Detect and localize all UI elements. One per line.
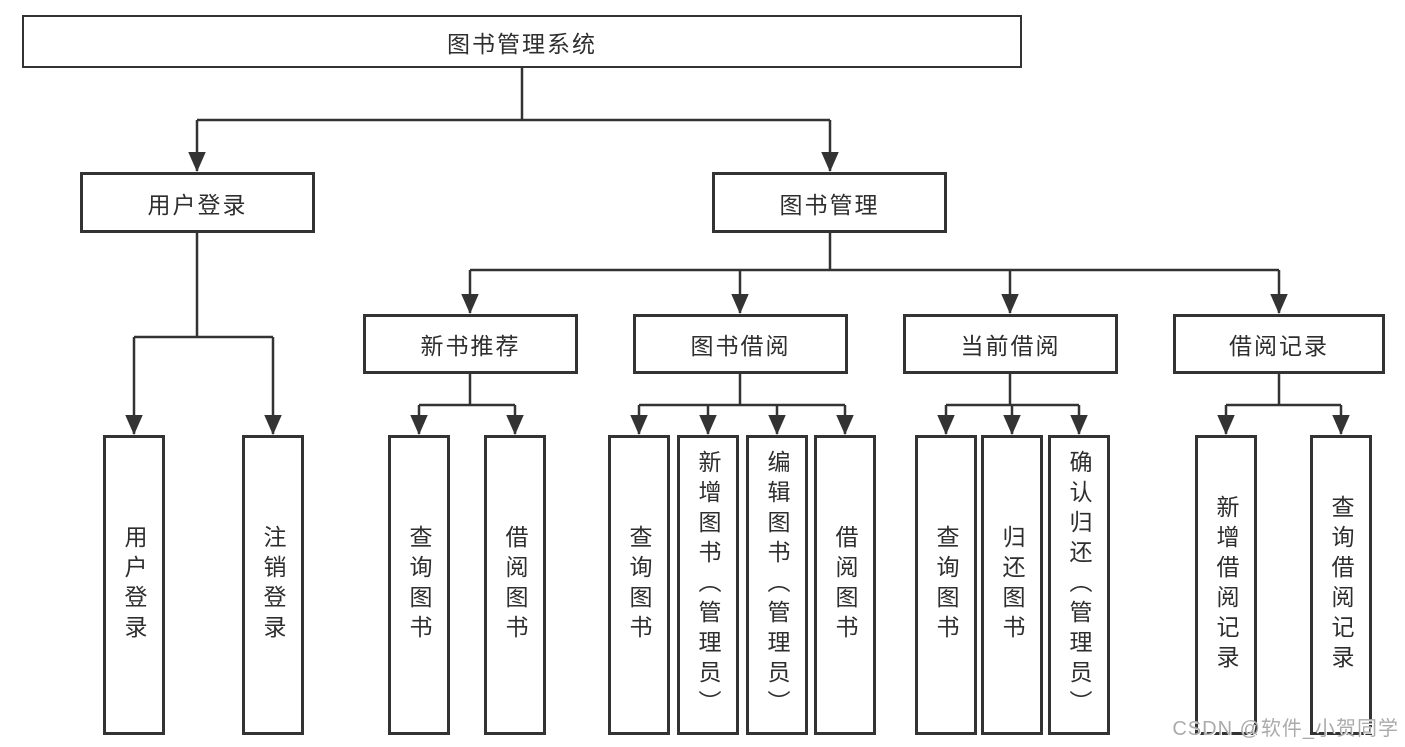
node-root-system: 图书管理系统 <box>22 15 1022 68</box>
node-leaf-edit-book-admin: 编辑图书（管理员） <box>746 435 808 735</box>
node-leaf-return-book: 归还图书 <box>981 435 1043 735</box>
leaf-label: 借阅图书 <box>832 525 858 645</box>
leaf-label: 注销登录 <box>260 525 286 645</box>
csdn-watermark: CSDN @软件_小贺同学 <box>1172 718 1399 740</box>
node-leaf-query-book-3: 查询图书 <box>915 435 977 735</box>
node-leaf-query-book-2: 查询图书 <box>608 435 670 735</box>
node-new-book-recommend: 新书推荐 <box>363 314 578 374</box>
node-leaf-add-book-admin: 新增图书（管理员） <box>677 435 739 735</box>
node-borrow-records: 借阅记录 <box>1173 314 1385 374</box>
leaf-label: 查询图书 <box>406 525 432 645</box>
node-leaf-query-borrow-record: 查询借阅记录 <box>1310 435 1372 735</box>
leaf-label: 新增图书（管理员） <box>695 450 721 720</box>
node-leaf-confirm-return-admin: 确认归还（管理员） <box>1048 435 1110 735</box>
node-leaf-logout: 注销登录 <box>242 435 304 735</box>
leaf-label: 用户登录 <box>121 525 147 645</box>
node-current-borrow: 当前借阅 <box>903 314 1118 374</box>
leaf-label: 归还图书 <box>999 525 1025 645</box>
node-leaf-query-book-1: 查询图书 <box>388 435 450 735</box>
leaf-label: 查询图书 <box>933 525 959 645</box>
node-book-borrow: 图书借阅 <box>633 314 848 374</box>
leaf-label: 查询图书 <box>626 525 652 645</box>
node-user-login: 用户登录 <box>80 172 315 233</box>
node-leaf-add-borrow-record: 新增借阅记录 <box>1195 435 1257 735</box>
node-leaf-borrow-book-1: 借阅图书 <box>484 435 546 735</box>
leaf-label: 确认归还（管理员） <box>1066 450 1092 720</box>
node-leaf-user-login: 用户登录 <box>103 435 165 735</box>
node-leaf-borrow-book-2: 借阅图书 <box>814 435 876 735</box>
leaf-label: 编辑图书（管理员） <box>764 450 790 720</box>
leaf-label: 借阅图书 <box>502 525 528 645</box>
leaf-label: 查询借阅记录 <box>1328 495 1354 675</box>
node-book-management: 图书管理 <box>712 172 947 233</box>
leaf-label: 新增借阅记录 <box>1213 495 1239 675</box>
